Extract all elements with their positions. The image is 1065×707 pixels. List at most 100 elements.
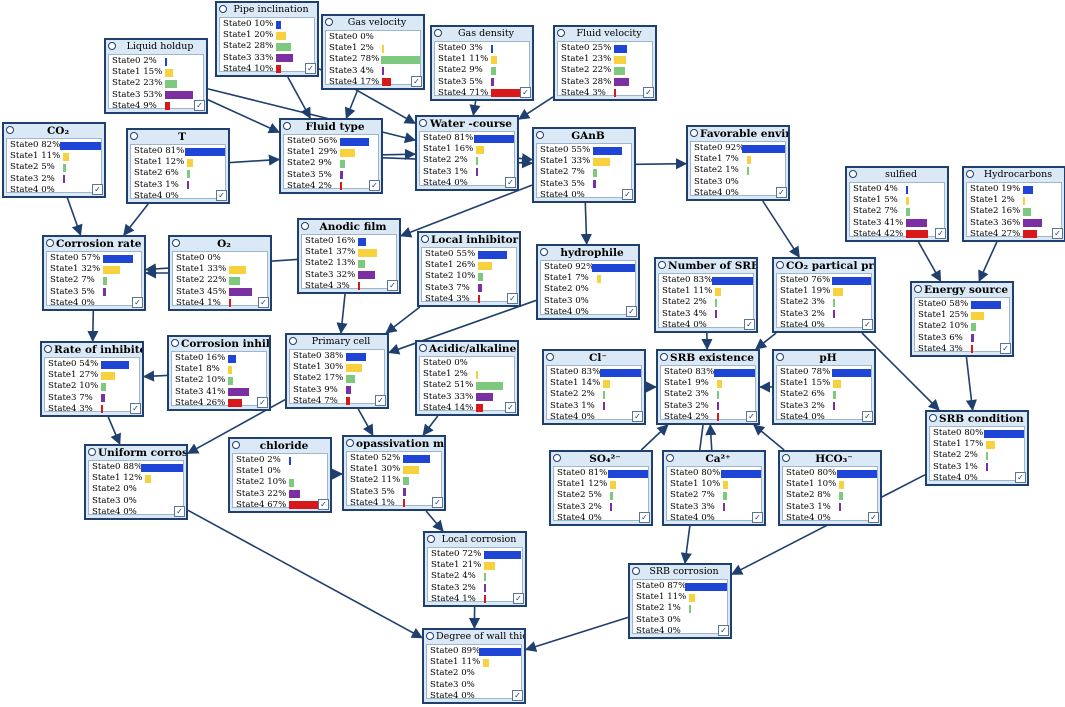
check-icon[interactable]: ✓: [505, 177, 516, 188]
edge-hco3-to-srb-existence: [753, 424, 785, 451]
check-icon[interactable]: ✓: [174, 506, 185, 517]
check-icon[interactable]: ✓: [744, 319, 755, 330]
check-icon[interactable]: ✓: [776, 187, 787, 198]
check-icon[interactable]: ✓: [752, 512, 763, 523]
state-row: State0 16%: [302, 236, 396, 247]
state-label: State4 0%: [780, 319, 825, 330]
check-icon[interactable]: ✓: [643, 87, 654, 98]
node-so4[interactable]: SO₄²⁻State0 81%State1 12%State2 5%State3…: [549, 450, 653, 526]
state-bar: [715, 298, 717, 307]
check-icon[interactable]: ✓: [626, 306, 637, 317]
state-bar: [478, 647, 521, 656]
check-icon[interactable]: ✓: [257, 397, 268, 408]
node-rate-inhibited-corrosion[interactable]: Rate of inhibited cor...State0 54%State1…: [40, 341, 144, 417]
state-table: State0 80%State1 17%State2 2%State3 1%St…: [929, 426, 1025, 483]
check-icon[interactable]: ✓: [194, 100, 205, 111]
node-hco3[interactable]: HCO₃⁻State0 80%State1 10%State2 8%State3…: [778, 450, 882, 526]
state-bar: [229, 276, 241, 285]
state-row: State0 83%: [547, 367, 641, 378]
check-icon[interactable]: ✓: [387, 280, 398, 291]
state-row: State3 1%: [420, 167, 514, 178]
state-label: State3 2%: [780, 308, 825, 319]
node-title: opassivation member...: [344, 437, 444, 451]
check-icon[interactable]: ✓: [718, 625, 729, 636]
state-row: State4 0%: [633, 626, 727, 637]
node-acidic-alkaline[interactable]: Acidic/alkaline envir...State0 0%State1 …: [415, 340, 519, 416]
check-icon[interactable]: ✓: [130, 403, 141, 414]
check-icon[interactable]: ✓: [622, 189, 633, 200]
check-icon[interactable]: ✓: [1015, 472, 1026, 483]
node-passivation-member[interactable]: opassivation member...State0 52%State1 3…: [342, 435, 446, 511]
check-icon[interactable]: ✓: [632, 411, 643, 422]
check-icon[interactable]: ✓: [862, 411, 873, 422]
check-icon[interactable]: ✓: [507, 293, 518, 304]
check-icon[interactable]: ✓: [505, 402, 516, 413]
state-row: State4 0%: [7, 185, 101, 196]
check-icon[interactable]: ✓: [1000, 343, 1011, 354]
check-icon[interactable]: ✓: [305, 63, 316, 74]
check-icon[interactable]: ✓: [92, 184, 103, 195]
check-icon[interactable]: ✓: [935, 228, 946, 239]
check-icon[interactable]: ✓: [862, 319, 873, 330]
check-icon[interactable]: ✓: [520, 87, 531, 98]
check-icon[interactable]: ✓: [868, 512, 879, 523]
state-label: State0 19%: [970, 184, 1021, 195]
state-row: State4 67%: [233, 500, 327, 511]
check-icon[interactable]: ✓: [639, 512, 650, 523]
check-icon[interactable]: ✓: [513, 593, 524, 604]
edge-co2-to-corrosion-rate: [66, 197, 83, 237]
state-row: State2 10%: [172, 375, 266, 386]
state-label: State4 0%: [550, 411, 595, 422]
node-title-text: Gas velocity: [347, 17, 407, 28]
state-row: State2 0%: [427, 668, 521, 679]
node-cl[interactable]: Cl⁻State0 83%State1 14%State2 2%State3 1…: [542, 349, 646, 425]
check-icon[interactable]: ✓: [746, 411, 757, 422]
check-icon[interactable]: ✓: [369, 180, 380, 191]
state-row: State3 2%: [554, 502, 648, 513]
check-icon[interactable]: ✓: [375, 395, 386, 406]
node-degree-wall-thickness[interactable]: Degree of wall thick...State0 89%State1 …: [422, 628, 526, 704]
check-icon[interactable]: ✓: [132, 297, 143, 308]
check-icon[interactable]: ✓: [432, 497, 443, 508]
node-co2-partial-pressure[interactable]: CO₂ partical pressureState0 76%State1 19…: [772, 257, 876, 333]
check-icon[interactable]: ✓: [512, 690, 523, 701]
check-icon[interactable]: ✓: [258, 297, 269, 308]
check-icon[interactable]: ✓: [411, 76, 422, 87]
state-label: State1 37%: [305, 247, 356, 258]
edge-corrosion-rate-to-rate-inhibited-corrosion: [87, 310, 99, 343]
check-icon[interactable]: ✓: [216, 190, 227, 201]
node-favorable-environ[interactable]: Favorable environ...State0 92%State1 7%S…: [686, 125, 790, 201]
check-icon[interactable]: ✓: [318, 499, 329, 510]
state-label: State4 0%: [636, 625, 681, 636]
node-ca[interactable]: Ca²⁺State0 80%State1 10%State2 7%State3 …: [662, 450, 766, 526]
check-icon[interactable]: ✓: [1052, 228, 1063, 239]
